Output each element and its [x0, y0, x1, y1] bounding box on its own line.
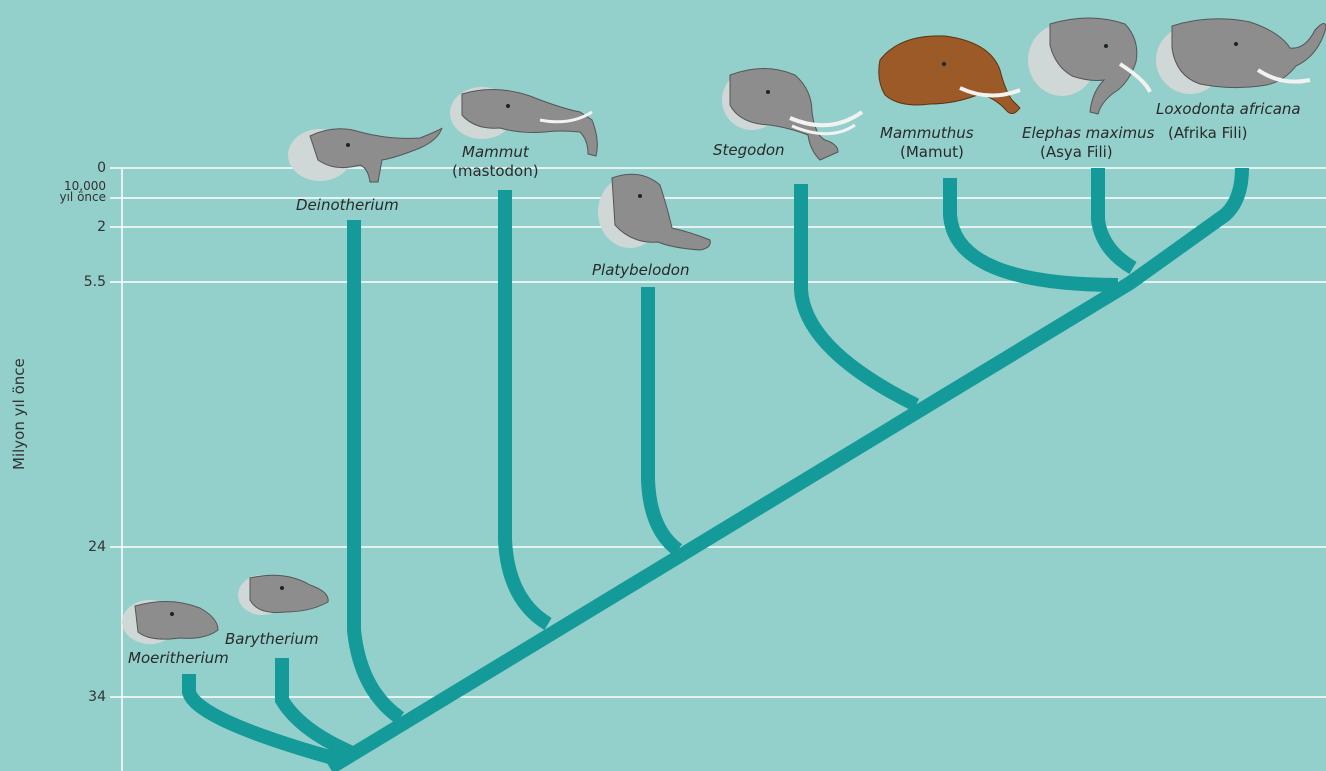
- taxon-common-mammuthus: (Mamut): [900, 144, 964, 161]
- deinotherium-head-icon: [288, 128, 442, 182]
- axis-tick-label-34: 34: [56, 689, 106, 705]
- loxodonta-head-icon: [1156, 19, 1326, 94]
- axis-tick-label-5-5: 5.5: [56, 274, 106, 290]
- moeritherium-head-icon: [122, 600, 218, 644]
- mammuthus-head-icon: [879, 36, 1020, 114]
- taxon-label-deinotherium: Deinotherium: [296, 197, 399, 214]
- axis-title: Milyon yıl önce: [10, 358, 28, 470]
- barytherium-head-icon: [238, 575, 328, 615]
- taxon-label-platybelodon: Platybelodon: [592, 262, 689, 279]
- taxon-label-barytherium: Barytherium: [225, 631, 319, 648]
- taxon-label-moeritherium: Moeritherium: [128, 650, 229, 667]
- axis-tick-label-24: 24: [56, 539, 106, 555]
- taxon-label-elephas: Elephas maximus: [1022, 125, 1154, 142]
- taxon-label-loxodonta: Loxodonta africana: [1156, 101, 1301, 118]
- taxon-label-mammuthus: Mammuthus: [880, 125, 974, 142]
- platybelodon-head-icon: [598, 174, 710, 250]
- taxon-common-loxodonta: (Afrika Fili): [1168, 125, 1247, 142]
- elephas-head-icon: [1028, 18, 1150, 114]
- axis-tick-label-2: 2: [70, 219, 106, 235]
- taxon-common-mammut: (mastodon): [452, 163, 539, 180]
- taxon-label-stegodon: Stegodon: [713, 142, 785, 159]
- axis-tick-label-yil-once: yıl önce: [36, 192, 106, 203]
- axis-tick-label-0: 0: [70, 160, 106, 176]
- taxon-common-elephas: (Asya Fili): [1040, 144, 1113, 161]
- taxon-label-mammut: Mammut: [462, 144, 529, 161]
